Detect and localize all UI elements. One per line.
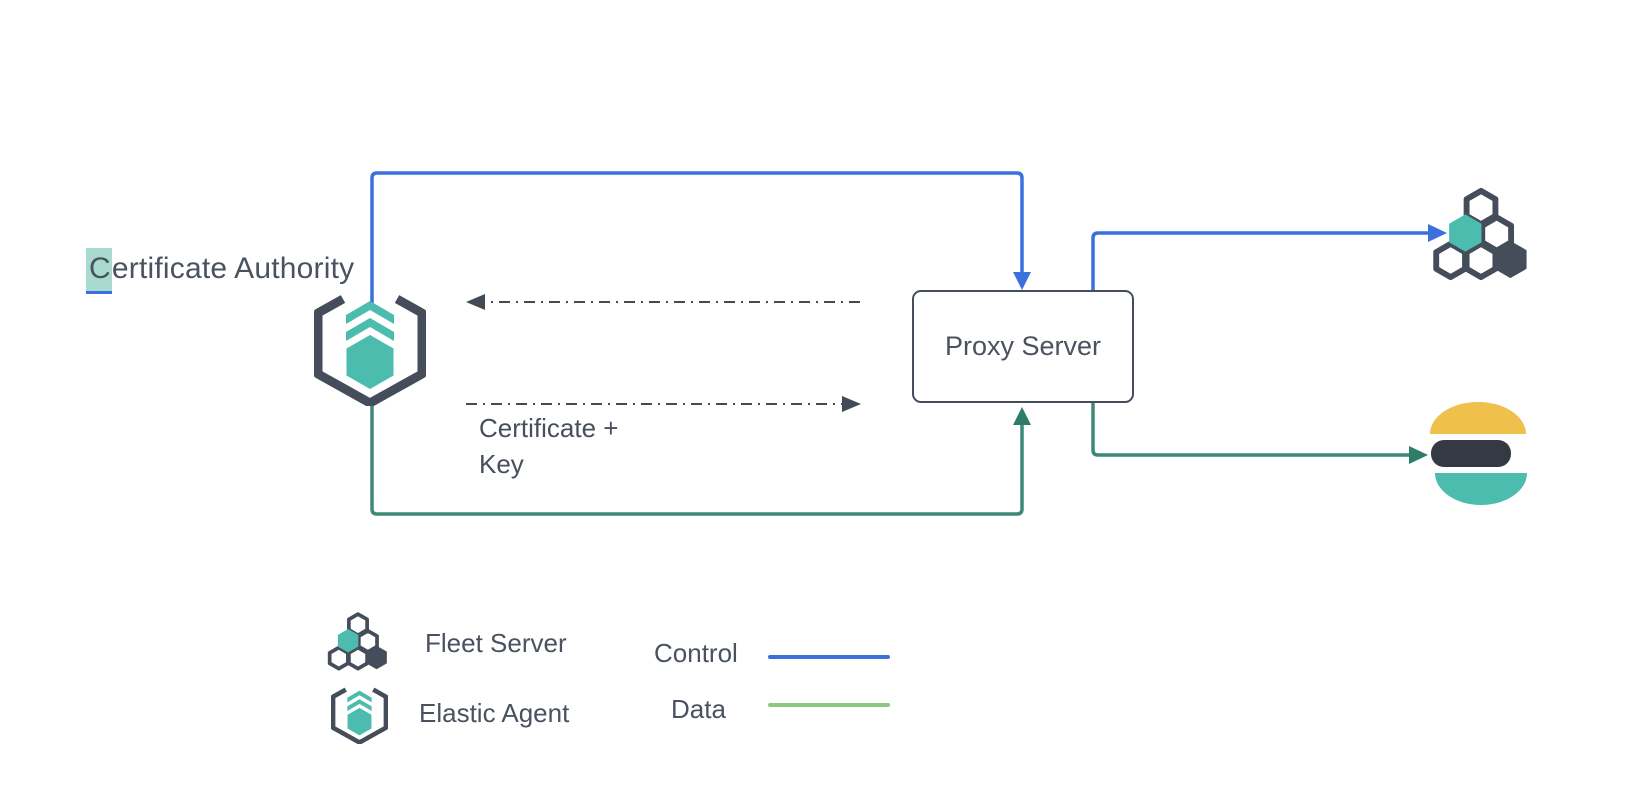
fleet-dark-hexagon	[1494, 240, 1527, 279]
proxy-server-label: Proxy Server	[944, 331, 1102, 361]
agent-chevron-top	[346, 301, 394, 324]
certificate-authority-label[interactable]: Certificate Authority	[86, 248, 355, 294]
certificate-authority-text: ertificate Authority	[111, 252, 355, 285]
arrowhead-right-icon	[842, 396, 861, 412]
fleet-hexagon-outlines	[1433, 187, 1515, 281]
fleet-server-icon[interactable]	[326, 611, 390, 673]
arrowhead-right-icon	[1409, 446, 1428, 464]
certificate-key-line2: Key	[479, 449, 524, 479]
agent-chevron-bottom	[346, 318, 394, 341]
elastic-agent-icon[interactable]	[331, 682, 388, 744]
elastic-teal-arc	[1435, 473, 1527, 505]
arrowhead-right-icon	[1428, 224, 1447, 242]
legend-control-line-swatch	[768, 655, 890, 659]
elastic-dark-bar	[1431, 440, 1511, 467]
arrowhead-up-icon	[1013, 407, 1031, 425]
arrowhead-down-icon	[1013, 272, 1031, 290]
legend-control-label: Control	[654, 638, 738, 668]
selected-character: C	[86, 248, 112, 294]
agent-hexagon-outline	[331, 687, 388, 744]
fleet-server-icon[interactable]	[1432, 186, 1530, 284]
elastic-yellow-arc	[1430, 402, 1526, 434]
agent-hexagon-outline	[314, 295, 426, 406]
data-connector-agent-to-proxy[interactable]	[370, 405, 1031, 516]
fleet-dark-hexagon	[366, 645, 387, 670]
control-connector-agent-to-proxy[interactable]	[370, 171, 1031, 303]
arrowhead-left-icon	[466, 294, 485, 310]
certificate-connector-agent-to-proxy[interactable]	[466, 396, 861, 412]
agent-core-hexagon	[347, 707, 372, 736]
fleet-teal-hexagon	[1449, 214, 1482, 252]
legend-data-line-swatch	[768, 703, 890, 707]
elasticsearch-icon[interactable]	[1428, 400, 1528, 505]
certificate-key-label[interactable]: Certificate + Key	[479, 410, 618, 482]
certificate-key-line1: Certificate +	[479, 413, 619, 443]
legend-fleet-server-label: Fleet Server	[425, 628, 567, 658]
agent-chevron-top	[347, 690, 372, 703]
fleet-teal-hexagon	[337, 628, 359, 653]
data-connector-proxy-to-elasticsearch[interactable]	[1091, 403, 1428, 464]
legend-data-label: Data	[671, 694, 726, 724]
control-connector-proxy-to-fleet[interactable]	[1091, 224, 1447, 290]
elastic-agent-icon[interactable]	[314, 284, 426, 406]
legend-elastic-agent-label: Elastic Agent	[419, 698, 570, 728]
certificate-connector-proxy-to-agent[interactable]	[466, 294, 860, 310]
agent-chevron-bottom	[347, 699, 372, 711]
agent-core-hexagon	[346, 335, 394, 389]
proxy-server-node[interactable]: Proxy Server	[912, 290, 1134, 403]
